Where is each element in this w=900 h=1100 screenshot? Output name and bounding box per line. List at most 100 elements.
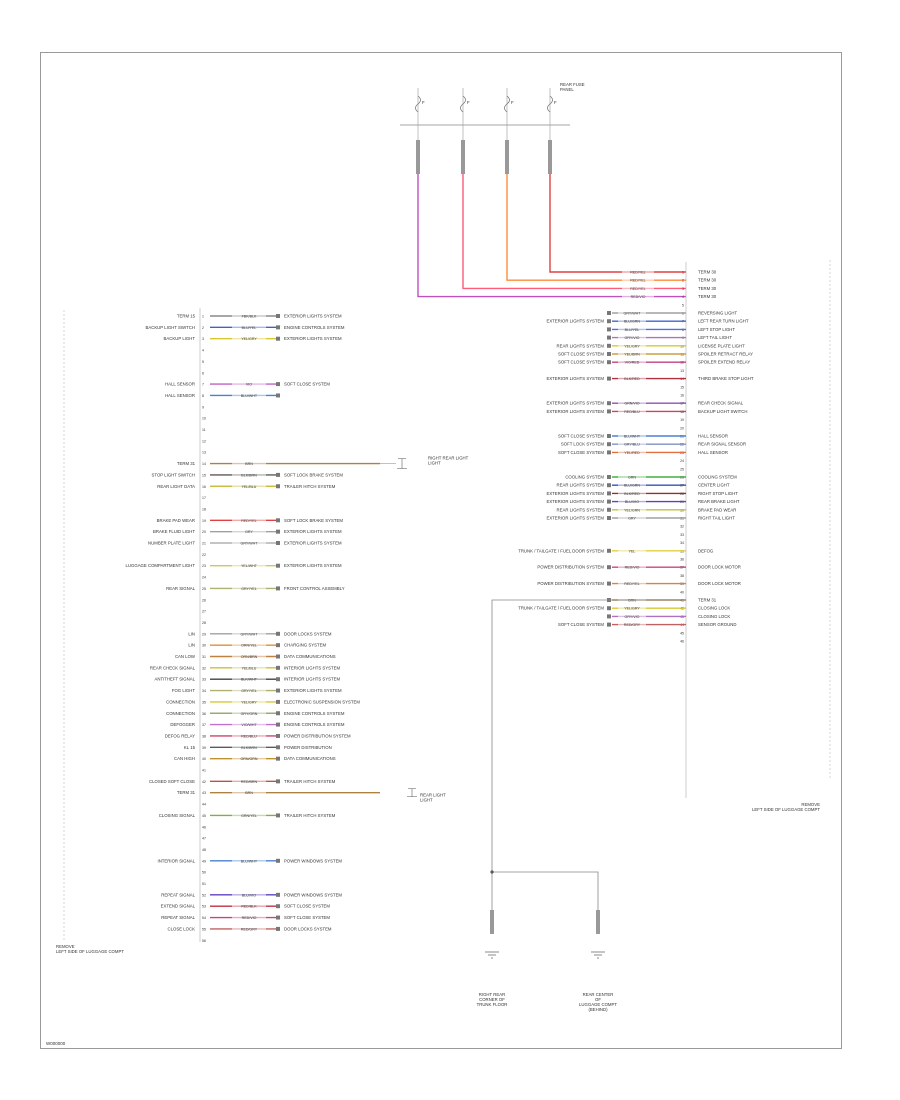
left-pin-function: BRAKE PAD WEAR [157, 518, 195, 523]
left-pin-wire-color: VIO/WHT [241, 723, 257, 727]
right-pin-source: COOLING SYSTEM [565, 475, 604, 480]
fuse-connector-pin [416, 140, 420, 174]
left-pin-wire-tag [232, 926, 266, 932]
right-pin-terminal [607, 516, 611, 520]
left-pin-number: 14 [202, 462, 206, 466]
left-pin-number: 47 [202, 837, 206, 841]
right-pin-terminal [607, 606, 611, 611]
left-pin-wire-tag [232, 472, 266, 478]
feed-wire-tag [622, 277, 654, 283]
right-pin-terminal [607, 352, 611, 356]
left-pin-number: 19 [202, 519, 206, 523]
left-pin-wire-color: RED/BLK [241, 905, 257, 909]
left-pin-number: 3 [202, 337, 204, 341]
ground-note: REAR LIGHT [420, 793, 446, 798]
left-pin-number: 44 [202, 803, 206, 807]
left-pin-destination: SOFT LOCK BRAKE SYSTEM [284, 472, 343, 477]
left-pin-function: CLOSING SIGNAL [159, 813, 196, 818]
left-pin-destination: ENGINE CONTROLS SYSTEM [284, 325, 345, 330]
left-pin-wire-color: BLU/VIO [242, 893, 256, 897]
left-pin-number: 33 [202, 678, 206, 682]
ground-location-label: CORNER OF [479, 997, 505, 1002]
left-module-note: REMOVE [56, 944, 75, 949]
left-pin-number: 52 [202, 893, 206, 897]
right-pin-wire-color: YEL/BRN [624, 353, 640, 357]
left-pin-wire-tag [232, 654, 266, 659]
left-pin-wire-tag [232, 744, 266, 750]
left-pin-wire-tag [232, 392, 266, 398]
right-pin-wire-color: RED/VIO [625, 566, 640, 570]
ground-g1-icon [485, 951, 499, 959]
fuse-label: F [467, 100, 470, 105]
left-pin-function: FOG LIGHT [172, 688, 196, 693]
right-pin-wire-color: BLU/VIO [625, 500, 639, 504]
right-pin-function: TERM 30 [698, 294, 717, 299]
right-pin-terminal [607, 499, 611, 504]
left-pin-number: 50 [202, 871, 206, 875]
left-pin-destination: SOFT CLOSE SYSTEM [284, 915, 330, 920]
left-pin-number: 4 [202, 349, 204, 353]
left-pin-wire-color: ORN/YEL [241, 644, 257, 648]
left-pin-number: 15 [202, 473, 206, 477]
right-pin-wire-tag [618, 622, 646, 628]
right-pin-wire-color: BLK/RED [624, 492, 640, 496]
left-pin-wire-color: YEL/WHT [241, 564, 258, 568]
left-pin-number: 2 [202, 326, 204, 330]
right-pin-function: HALL SENSOR [698, 450, 728, 455]
right-pin-source: TRUNK / TAILGATE / FUEL DOOR SYSTEM [518, 606, 604, 611]
fuse-feed-wire [549, 174, 686, 273]
right-pin-terminal [607, 360, 611, 365]
left-pin-function: DEFOG RELAY [165, 733, 195, 738]
left-pin-number: 6 [202, 371, 204, 375]
left-pin-terminal [276, 631, 280, 636]
right-pin-wire-color: RED/BLU [624, 410, 640, 414]
left-pin-wire-color: ORN/BRN [241, 655, 258, 659]
right-pin-wire-tag [618, 376, 646, 382]
left-pin-number: 40 [202, 757, 206, 761]
right-pin-wire-color: BLU/YEL [625, 328, 640, 332]
right-pin-function: BRAKE PAD WEAR [698, 507, 736, 512]
left-pin-wire-tag [232, 688, 266, 694]
right-pin-number: 2 [682, 279, 684, 283]
ground-note: RIGHT REAR LIGHT [428, 456, 469, 461]
left-pin-wire-tag [232, 699, 266, 705]
right-pin-wire-color: YEL/GRN [624, 508, 640, 512]
right-pin-terminal [607, 450, 611, 455]
left-pin-terminal [276, 745, 280, 750]
left-pin-wire-color: RED/YEL [241, 519, 256, 523]
left-pin-number: 16 [202, 485, 206, 489]
right-pin-number: 36 [680, 558, 684, 562]
left-pin-wire-tag [232, 483, 266, 489]
left-pin-wire-tag [232, 722, 266, 728]
left-pin-function: INTERIOR SIGNAL [158, 858, 196, 863]
left-pin-wire-tag [232, 585, 266, 591]
left-pin-terminal [276, 518, 280, 523]
feed-wire-tag [622, 285, 654, 291]
feed-wire-tag [622, 294, 654, 300]
right-pin-wire-tag [618, 310, 646, 316]
left-pin-destination: SOFT CLOSE SYSTEM [284, 382, 330, 387]
left-pin-wire-color: BLU/WHT [241, 859, 258, 863]
left-pin-terminal [276, 892, 280, 897]
left-pin-number: 17 [202, 496, 206, 500]
diagram-frame [40, 52, 842, 1049]
left-pin-function: CAN LOW [175, 654, 196, 659]
right-pin-number: 19 [680, 418, 684, 422]
left-pin-terminal [276, 779, 280, 784]
left-pin-number: 24 [202, 576, 206, 580]
left-pin-wire-color: RED/BLU [241, 734, 257, 738]
fuse-feed-wire [417, 174, 686, 298]
right-module-note: REMOVE [801, 802, 820, 807]
right-pin-number: 1 [682, 271, 684, 275]
right-pin-terminal [607, 483, 611, 488]
right-pin-wire-tag [618, 408, 646, 414]
left-pin-wire-color: BLK/WHT [241, 678, 258, 682]
left-pin-terminal [276, 643, 280, 648]
left-pin-wire-tag [232, 733, 266, 739]
ground-g2-icon [591, 951, 605, 959]
ground-note: LIGHT [428, 461, 441, 466]
right-pin-number: 24 [680, 459, 684, 463]
left-pin-number: 30 [202, 644, 206, 648]
left-pin-number: 10 [202, 417, 206, 421]
right-pin-function: CLOSING LOCK [698, 614, 730, 619]
